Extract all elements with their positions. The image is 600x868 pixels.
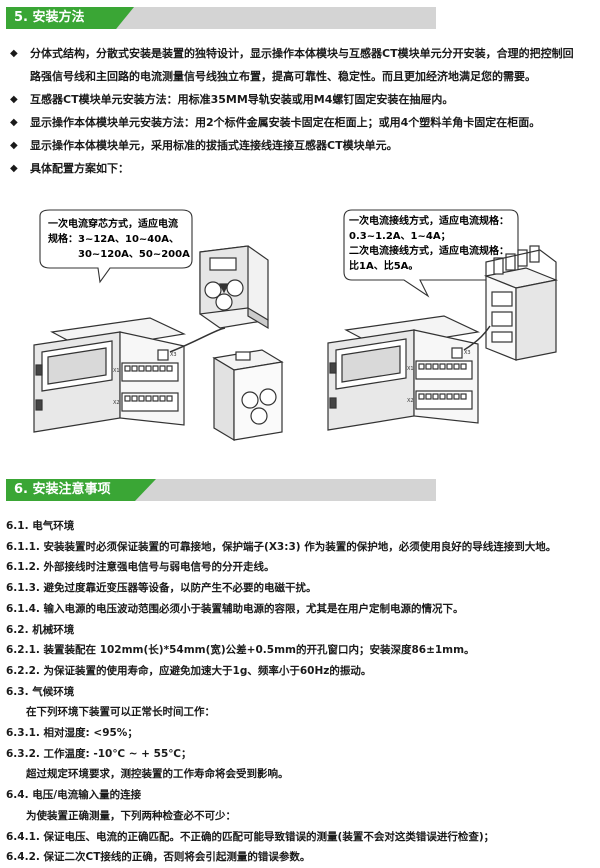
ct-module-wired-left xyxy=(212,349,284,442)
terminal-label-x3: X3 xyxy=(170,352,177,358)
note-line: 6.2.2. 为保证装置的使用寿命，应避免加速大于1g、频率小于60Hz的振动。 xyxy=(6,664,372,677)
display-module-left: X1 X2 X3 xyxy=(33,317,187,433)
bullet-item: ◆互感器CT模块单元安装方法：用标准35MM导轨安装或用M4螺钉固定安装在抽屉内… xyxy=(10,88,590,111)
terminal-label-x2: X2 xyxy=(113,400,120,406)
connection-cable-right xyxy=(463,325,491,351)
left-callout-line-1: 一次电流穿芯方式，适应电流 xyxy=(48,217,178,230)
bullet-item: ◆分体式结构，分散式安装是装置的独特设计，显示操作本体模块与互感器CT模块单元分… xyxy=(10,42,590,65)
diamond-icon: ◆ xyxy=(10,163,18,174)
left-callout: 一次电流穿芯方式，适应电流 规格：3~12A、10~40A、 30~120A、5… xyxy=(39,209,193,284)
note-line: 6.3.2. 工作温度: -10℃ ~ + 55℃； xyxy=(6,747,192,760)
installation-notes: 6.1. 电气环境 6.1.1. 安装装置时必须保证装置的可靠接地，保护端子(X… xyxy=(6,516,596,868)
connection-cable-left xyxy=(169,327,226,353)
section-5-header: 5. 安装方法 xyxy=(6,7,436,29)
ct-module-through-core xyxy=(199,245,269,330)
note-line: 6.1.1. 安装装置时必须保证装置的可靠接地，保护端子(X3:3) 作为装置的… xyxy=(6,540,557,553)
terminal-label-x2: X2 xyxy=(407,398,414,404)
note-heading: 6.3. 气候环境 xyxy=(6,685,75,698)
note-line: 6.3.1. 相对湿度: <95%； xyxy=(6,727,138,740)
terminal-label-x1: X1 xyxy=(407,366,414,372)
note-heading: 6.1. 电气环境 xyxy=(6,520,75,532)
section-5-title: 5. 安装方法 xyxy=(14,10,85,25)
bullet-item: ◆具体配置方案如下： xyxy=(10,157,590,180)
diamond-icon: ◆ xyxy=(10,48,18,59)
installation-bullets: ◆分体式结构，分散式安装是装置的独特设计，显示操作本体模块与互感器CT模块单元分… xyxy=(10,42,590,180)
section-6-title: 6. 安装注意事项 xyxy=(14,482,111,497)
note-line: 6.1.4. 输入电源的电压波动范围必须小于装置辅助电源的容限，尤其是在用户定制… xyxy=(6,602,464,615)
section-6-header: 6. 安装注意事项 xyxy=(6,479,436,501)
note-line: 6.2.1. 装置装配在 102mm(长)*54mm(宽)公差+0.5mm的开孔… xyxy=(6,644,475,657)
ct-module-wired-right xyxy=(483,245,559,361)
left-callout-line-2: 规格：3~12A、10~40A、 xyxy=(48,232,179,245)
right-callout: 一次电流接线方式，适应电流规格： 0.3~1.2A、1~4A； 二次电流接线方式… xyxy=(343,209,519,298)
bullet-item: ◆显示操作本体模块单元安装方法：用2个标件金属安装卡固定在柜面上；或用4个塑料羊… xyxy=(10,111,590,134)
right-callout-line-2: 0.3~1.2A、1~4A； xyxy=(349,231,451,242)
terminal-label-x3: X3 xyxy=(464,350,471,356)
diamond-icon: ◆ xyxy=(10,94,18,105)
right-callout-line-1: 一次电流接线方式，适应电流规格： xyxy=(349,214,509,227)
note-line: 6.4.2. 保证二次CT接线的正确，否则将会引起测量的错误参数。 xyxy=(6,851,311,864)
note-line: 超过规定环境要求，测控装置的工作寿命将会受到影响。 xyxy=(26,768,289,781)
note-heading: 6.4. 电压/电流输入量的连接 xyxy=(6,789,142,802)
right-callout-line-3: 二次电流接线方式，适应电流规格： xyxy=(349,244,509,257)
note-line: 6.1.2. 外部接线时注意强电信号与弱电信号的分开走线。 xyxy=(6,561,275,574)
note-heading: 6.2. 机械环境 xyxy=(6,623,75,636)
note-line: 在下列环境下装置可以正常长时间工作： xyxy=(26,706,215,719)
left-callout-line-3: 30~120A、50~200A xyxy=(78,249,190,260)
right-callout-line-4: 比1A、比5A。 xyxy=(349,259,418,272)
bullet-item: ◆显示操作本体模块单元，采用标准的拔插式连接线连接互感器CT模块单元。 xyxy=(10,134,590,157)
note-line: 6.1.3. 避免过度靠近变压器等设备，以防产生不必要的电磁干扰。 xyxy=(6,582,317,595)
bullet-continuation: 路强信号线和主回路的电流测量信号线独立布置，提高可靠性、稳定性。而且更加经济地满… xyxy=(30,70,536,83)
diamond-icon: ◆ xyxy=(10,117,18,128)
display-module-right: X1 X2 X3 xyxy=(327,315,481,431)
note-line: 为使装置正确测量，下列两种检查必不可少： xyxy=(26,809,236,822)
note-line: 6.4.1. 保证电压、电流的正确匹配。不正确的匹配可能导致错误的测量(装置不会… xyxy=(6,830,495,843)
terminal-label-x1: X1 xyxy=(113,368,120,374)
diamond-icon: ◆ xyxy=(10,140,18,151)
installation-diagram: 一次电流穿芯方式，适应电流 规格：3~12A、10~40A、 30~120A、5… xyxy=(33,209,559,442)
